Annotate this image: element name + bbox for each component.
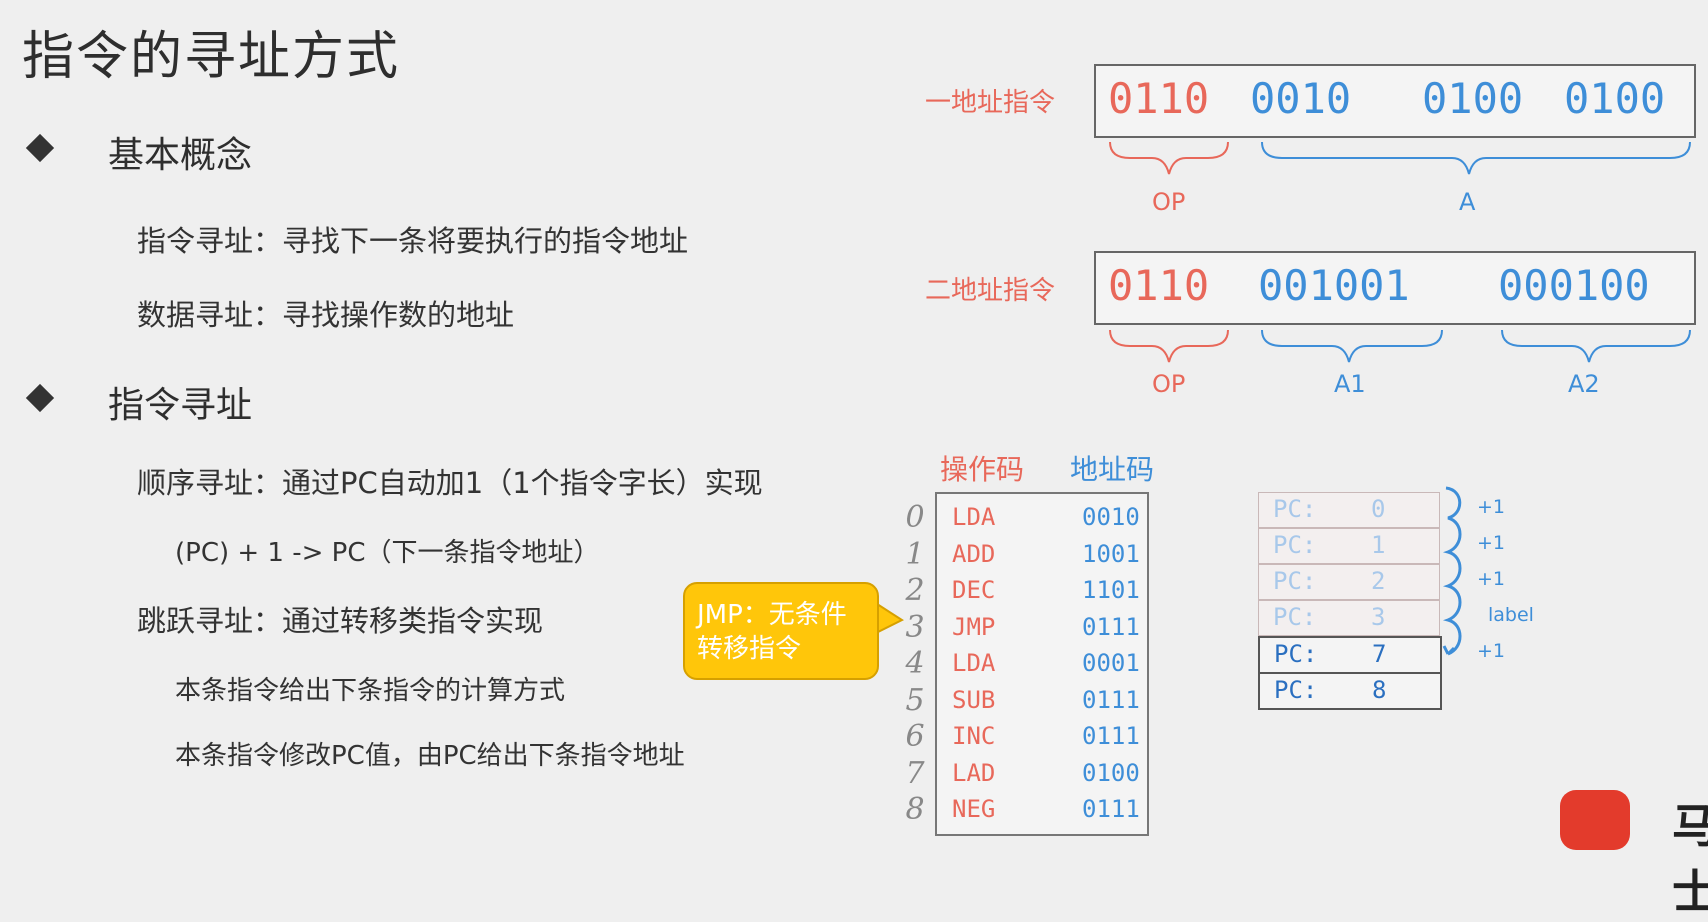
- opcode-cell: LAD: [952, 758, 996, 787]
- address-cell: 1001: [1082, 539, 1140, 568]
- line-number: 3: [905, 609, 925, 645]
- two-addr-op-bits: 0110: [1108, 261, 1210, 310]
- callout-line-1: JMP：无条件: [697, 600, 847, 630]
- table-row: 5 SUB 0111: [905, 683, 1237, 719]
- one-addr-box: [1094, 64, 1696, 138]
- two-addr-a1-bits: 001001: [1258, 261, 1410, 310]
- one-addr-a-bits-1: 0010: [1250, 74, 1352, 123]
- bullet-diamond-icon: [25, 383, 55, 413]
- table-row: 8 NEG 0111: [905, 792, 1237, 828]
- line-number: 5: [905, 682, 925, 718]
- table-row: 6 INC 0111: [905, 719, 1237, 755]
- line-number: 7: [905, 755, 925, 791]
- callout-line-2: 转移指令: [697, 634, 802, 664]
- pc-cell: PC: 7: [1258, 636, 1442, 674]
- table-row: 2 DEC 1101: [905, 573, 1237, 609]
- opcode-header: 操作码: [940, 453, 1025, 486]
- seq-formula: (PC) + 1 -> PC（下一条指令地址）: [175, 538, 600, 568]
- pc-value: 1: [1371, 531, 1386, 559]
- pc-key: PC:: [1273, 603, 1317, 631]
- opcode-cell: DEC: [952, 576, 996, 604]
- pc-cell: PC: 2: [1258, 564, 1440, 600]
- pc-value: 0: [1371, 495, 1386, 523]
- one-addr-a-label: A: [1459, 188, 1476, 216]
- pc-step-label: +1: [1477, 640, 1506, 662]
- line-number: 2: [905, 573, 925, 608]
- pc-key: PC:: [1273, 531, 1317, 559]
- table-row: 0 LDA 0010: [905, 500, 1237, 536]
- two-addr-a2-bits: 000100: [1498, 261, 1650, 310]
- opcode-cell: SUB: [952, 685, 996, 714]
- basic-line-1: 指令寻址：寻找下一条将要执行的指令地址: [137, 224, 689, 258]
- two-addr-a2-label: A2: [1568, 370, 1600, 398]
- address-cell: 0010: [1082, 503, 1140, 531]
- basic-line-2: 数据寻址：寻找操作数的地址: [137, 298, 515, 332]
- jmp-callout: JMP：无条件 转移指令: [683, 582, 879, 680]
- pc-cell: PC: 1: [1258, 528, 1440, 564]
- pc-key: PC:: [1274, 640, 1318, 668]
- pc-step-label: +1: [1477, 496, 1506, 518]
- pc-cell: PC: 3: [1258, 600, 1440, 636]
- pc-key: PC:: [1273, 567, 1317, 595]
- line-number: 8: [905, 792, 925, 827]
- page-title: 指令的寻址方式: [22, 27, 401, 87]
- line-number: 0: [905, 500, 925, 535]
- pc-key: PC:: [1274, 676, 1318, 704]
- brand-logo-icon: [1560, 790, 1630, 850]
- section-heading-instr: 指令寻址: [108, 385, 253, 426]
- one-addr-braces: [1109, 141, 1691, 175]
- table-row: 3 JMP 0111: [905, 610, 1237, 646]
- opcode-cell: INC: [952, 722, 996, 750]
- one-addr-label: 一地址指令: [925, 88, 1056, 118]
- pc-value: 7: [1372, 640, 1387, 668]
- jump-sub-2: 本条指令修改PC值，由PC给出下条指令地址: [175, 741, 685, 771]
- bullet-diamond-icon: [25, 133, 55, 163]
- pc-step-label: label: [1488, 604, 1534, 626]
- brand-logo-text: 马士: [1672, 799, 1708, 919]
- section-heading-basic: 基本概念: [108, 135, 253, 176]
- address-cell: 0100: [1082, 758, 1140, 787]
- opcode-cell: NEG: [952, 795, 996, 823]
- address-header: 地址码: [1070, 453, 1155, 486]
- table-row: 1 ADD 1001: [905, 537, 1237, 573]
- two-addr-box: [1094, 251, 1696, 325]
- address-cell: 0111: [1082, 795, 1140, 823]
- two-addr-op-label: OP: [1152, 370, 1186, 398]
- address-cell: 0001: [1082, 649, 1140, 677]
- pc-step-label: +1: [1477, 568, 1506, 590]
- address-cell: 0111: [1082, 612, 1140, 641]
- address-cell: 1101: [1082, 576, 1140, 604]
- two-addr-braces: [1109, 329, 1691, 363]
- seq-addressing: 顺序寻址：通过PC自动加1（1个指令字长）实现: [137, 466, 763, 500]
- opcode-cell: LDA: [952, 649, 996, 677]
- pc-step-label: +1: [1477, 532, 1506, 554]
- line-number: 6: [905, 719, 925, 754]
- opcode-cell: LDA: [952, 503, 996, 531]
- pc-cell: PC: 8: [1258, 672, 1442, 710]
- table-row: 4 LDA 0001: [905, 646, 1237, 682]
- opcode-cell: JMP: [952, 612, 996, 641]
- address-cell: 0111: [1082, 685, 1140, 714]
- one-addr-a-bits-2: 0100: [1422, 74, 1524, 123]
- pc-arrows: [1442, 486, 1462, 656]
- opcode-cell: ADD: [952, 539, 996, 568]
- line-number: 4: [905, 646, 925, 681]
- one-addr-op-label: OP: [1152, 188, 1186, 216]
- two-addr-label: 二地址指令: [925, 276, 1056, 306]
- jump-addressing: 跳跃寻址：通过转移类指令实现: [137, 604, 544, 638]
- pc-value: 2: [1371, 567, 1386, 595]
- table-row: 7 LAD 0100: [905, 756, 1237, 792]
- pc-value: 8: [1372, 676, 1387, 704]
- pc-key: PC:: [1273, 495, 1317, 523]
- pc-value: 3: [1371, 603, 1386, 631]
- two-addr-a1-label: A1: [1334, 370, 1366, 398]
- jump-sub-1: 本条指令给出下条指令的计算方式: [175, 676, 566, 706]
- address-cell: 0111: [1082, 722, 1140, 750]
- one-addr-a-bits-3: 0100: [1564, 74, 1666, 123]
- line-number: 1: [905, 536, 925, 572]
- one-addr-op-bits: 0110: [1108, 74, 1210, 123]
- pc-cell: PC: 0: [1258, 492, 1440, 528]
